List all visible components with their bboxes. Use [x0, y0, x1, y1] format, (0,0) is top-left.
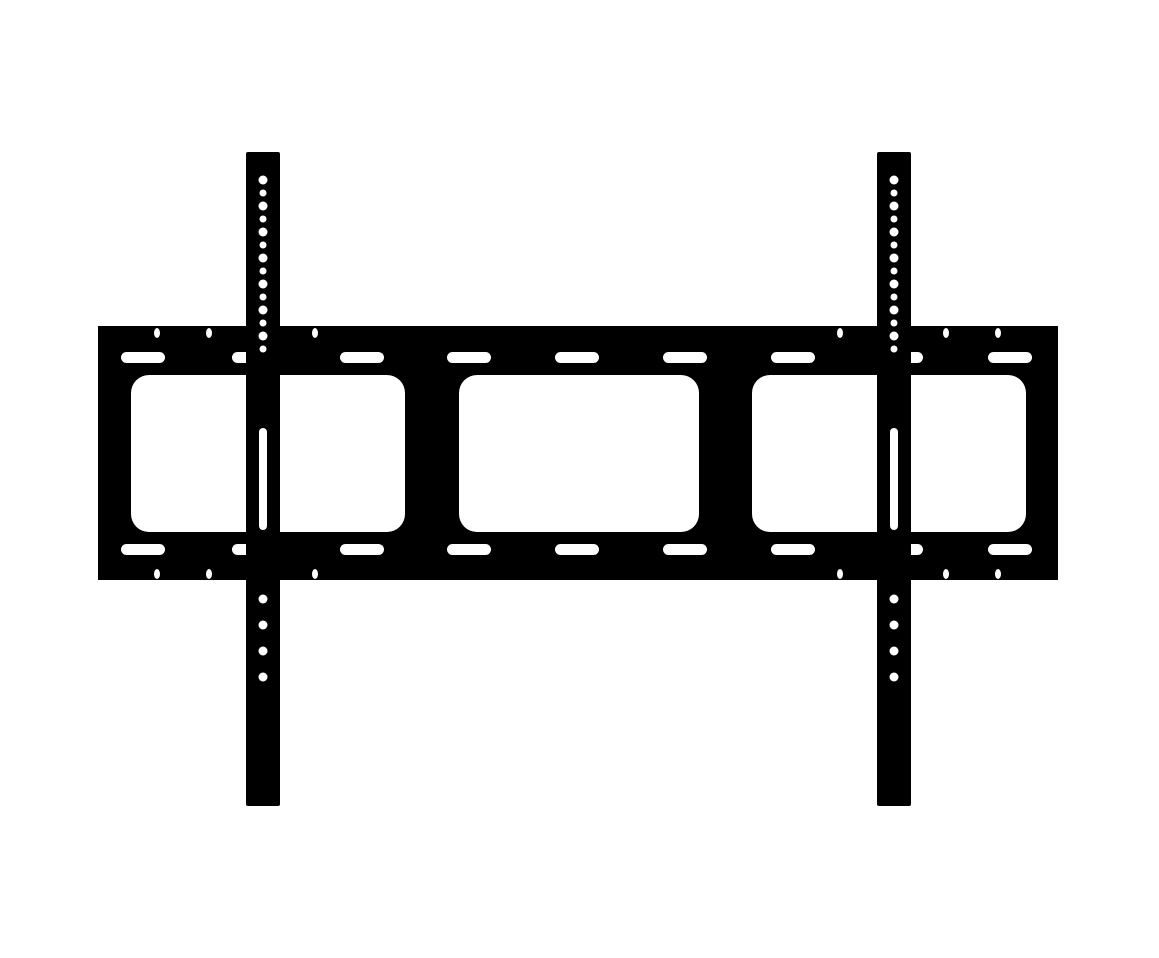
arm-hole: [889, 594, 899, 604]
plate-hole: [206, 569, 212, 579]
arm-hole: [889, 620, 899, 630]
bracket: [98, 152, 1058, 806]
plate-hole: [154, 328, 160, 338]
arm-hole: [259, 267, 267, 275]
arm-hole: [890, 345, 898, 353]
plate-hole: [995, 569, 1001, 579]
arm-hole: [259, 293, 267, 301]
plate-slot: [447, 352, 491, 363]
plate-hole: [943, 569, 949, 579]
arm-hole: [258, 279, 268, 289]
arm-hole: [889, 305, 899, 315]
plate-slot: [663, 544, 707, 555]
plate-slot: [340, 352, 384, 363]
arm-hole: [259, 241, 267, 249]
plate-hole: [154, 569, 160, 579]
arm-hole: [890, 241, 898, 249]
plate-hole: [837, 569, 843, 579]
plate-hole: [995, 328, 1001, 338]
arm-slot: [259, 428, 267, 530]
arm-hole: [259, 215, 267, 223]
arm-hole: [890, 267, 898, 275]
plate-slot: [988, 544, 1032, 555]
arm-hole: [258, 305, 268, 315]
plate-slot: [988, 352, 1032, 363]
plate-slot: [121, 352, 165, 363]
arm-hole: [889, 253, 899, 263]
arm-hole: [258, 646, 268, 656]
arm-hole: [258, 620, 268, 630]
plate-hole: [837, 328, 843, 338]
arm-hole: [259, 345, 267, 353]
plate-cutout: [459, 375, 699, 532]
arm-hole: [890, 319, 898, 327]
plate-slot: [663, 352, 707, 363]
plate-slot: [771, 544, 815, 555]
arm-hole: [889, 646, 899, 656]
arm-hole: [258, 331, 268, 341]
plate-hole: [206, 328, 212, 338]
plate-slot: [555, 352, 599, 363]
arm-hole: [258, 672, 268, 682]
arm-hole: [890, 293, 898, 301]
arm-hole: [258, 594, 268, 604]
arm-slot: [890, 428, 898, 530]
plate-slot: [771, 352, 815, 363]
plate-slot: [121, 544, 165, 555]
plate-slot: [340, 544, 384, 555]
plate-hole: [943, 328, 949, 338]
arm-hole: [258, 175, 268, 185]
arm-hole: [259, 319, 267, 327]
arm-hole: [889, 201, 899, 211]
arm-hole: [889, 331, 899, 341]
arm-hole: [258, 253, 268, 263]
arm-hole: [890, 189, 898, 197]
plate-slot: [555, 544, 599, 555]
arm-hole: [890, 215, 898, 223]
plate-slot: [447, 544, 491, 555]
arm-hole: [889, 227, 899, 237]
arm-hole: [889, 175, 899, 185]
arm-hole: [889, 279, 899, 289]
plate-hole: [312, 328, 318, 338]
arm-hole: [258, 227, 268, 237]
arm-hole: [889, 672, 899, 682]
plate-hole: [312, 569, 318, 579]
arm-hole: [259, 189, 267, 197]
arm-hole: [258, 201, 268, 211]
